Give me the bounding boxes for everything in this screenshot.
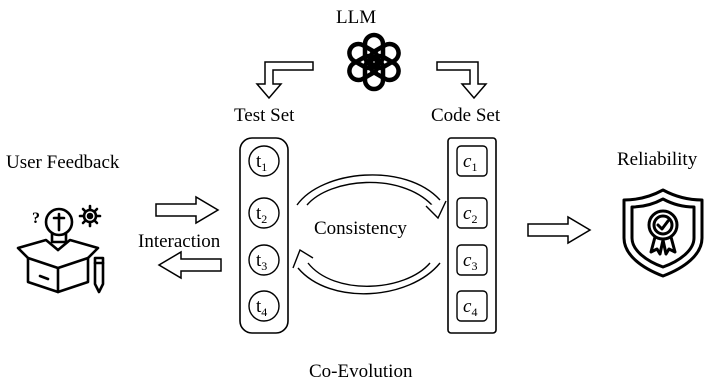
test-item-label: t1	[256, 151, 267, 174]
test-item-1: t1	[248, 145, 280, 177]
test-item-label: t2	[256, 203, 267, 226]
test-items: t1 t2 t3 t4	[248, 145, 280, 322]
code-item-label: c2	[463, 203, 477, 226]
code-item-1: c1	[456, 145, 488, 177]
shield-badge-icon	[622, 188, 704, 278]
user-feedback-label: User Feedback	[6, 152, 120, 173]
co-evolution-label: Co-Evolution	[309, 361, 413, 382]
code-item-label: c1	[463, 151, 477, 174]
consistency-label: Consistency	[314, 218, 407, 239]
test-set-container	[239, 137, 289, 334]
idea-box-icon	[16, 204, 105, 294]
llm-to-test-arrow	[255, 61, 314, 100]
test-item-2: t2	[248, 197, 280, 229]
code-item-label: c4	[463, 296, 477, 319]
test-item-label: t4	[256, 296, 267, 319]
test-item-3: t3	[248, 244, 280, 276]
code-item-4: c4	[456, 290, 488, 322]
code-set-container	[447, 137, 497, 334]
to-reliability-arrow	[527, 215, 592, 245]
interaction-left-arrow	[157, 250, 222, 280]
test-item-label: t3	[256, 250, 267, 273]
llm-label: LLM	[336, 7, 377, 28]
test-set-label: Test Set	[234, 105, 295, 126]
code-item-label: c3	[463, 250, 477, 273]
question-mark-icon: ?	[32, 210, 40, 227]
reliability-label: Reliability	[617, 149, 698, 170]
interaction-right-arrow	[155, 195, 220, 225]
code-item-3: c3	[456, 244, 488, 276]
code-set-label: Code Set	[431, 105, 501, 126]
consistency-cycle-arrows	[292, 174, 447, 295]
test-item-4: t4	[248, 290, 280, 322]
llm-to-code-arrow	[436, 61, 488, 100]
code-items: c1 c2 c3 c4	[456, 145, 488, 322]
interaction-label: Interaction	[138, 231, 221, 252]
code-item-2: c2	[456, 197, 488, 229]
openai-logo-icon	[347, 32, 401, 92]
